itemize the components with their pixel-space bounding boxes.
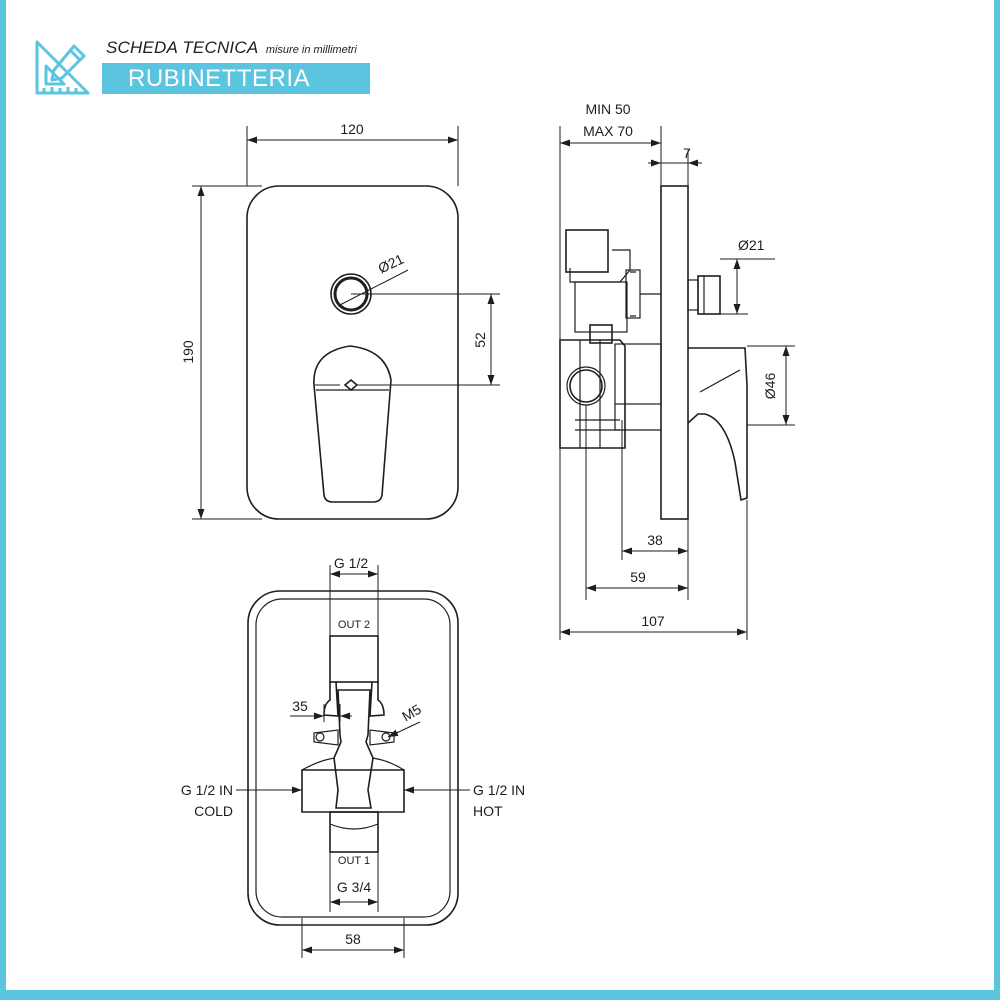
title-line: SCHEDA TECNICA misure in millimetri	[106, 38, 357, 58]
bottom-frame-stripe	[0, 990, 1000, 1000]
side-knob-dia-label: Ø21	[738, 237, 765, 253]
lever-dia-label: Ø46	[762, 373, 778, 400]
cold-thread-label: G 1/2 IN	[181, 782, 233, 798]
front-height-label: 190	[180, 340, 196, 364]
side-cover-plate	[660, 185, 689, 520]
screw-leader	[387, 721, 421, 738]
lever-logo-mark	[343, 378, 359, 392]
dim-107-label: 107	[641, 613, 665, 629]
left-frame-stripe	[0, 0, 6, 1000]
dim-35-label: 35	[292, 698, 308, 714]
screw-label: M5	[399, 701, 424, 725]
out2-label: OUT 2	[338, 619, 370, 631]
sheet-title: SCHEDA TECNICA	[106, 38, 259, 57]
dim-58-label: 58	[345, 931, 361, 947]
mixer-body	[301, 769, 405, 813]
dim-38-label: 38	[647, 532, 663, 548]
cold-label: COLD	[194, 803, 233, 819]
right-frame-stripe	[994, 0, 1000, 1000]
hot-thread-label: G 1/2 IN	[473, 782, 525, 798]
body-view	[236, 565, 470, 958]
category-banner: RUBINETTERIA	[102, 63, 370, 94]
body-outer-outline	[247, 590, 459, 926]
bottom-thread-label: G 3/4	[337, 879, 371, 895]
ruler-triangle-pencil-icon	[35, 40, 90, 95]
lever-side-edge	[699, 369, 741, 393]
dim-59-label: 59	[630, 569, 646, 585]
hot-label: HOT	[473, 803, 503, 819]
depth-min-label: MIN 50	[585, 101, 630, 117]
header: SCHEDA TECNICA misure in millimetri RUBI…	[34, 36, 374, 96]
upper-coupling	[323, 681, 385, 717]
depth-max-label: MAX 70	[583, 123, 633, 139]
mounting-lugs	[313, 729, 395, 746]
side-view	[559, 126, 795, 640]
body-inner-outline	[255, 598, 451, 918]
out1-port	[329, 811, 379, 853]
top-thread-label: G 1/2	[334, 555, 368, 571]
front-view	[192, 126, 500, 520]
central-stem	[333, 689, 374, 809]
out2-port	[329, 635, 379, 683]
out1-label: OUT 1	[338, 855, 370, 867]
front-width-label: 120	[340, 121, 364, 137]
dia-21-leader	[337, 269, 409, 307]
front-spacing-label: 52	[472, 332, 488, 348]
units-note: misure in millimetri	[265, 44, 357, 56]
front-knob-dia-label: Ø21	[376, 251, 407, 277]
lever-handle-side	[687, 347, 748, 502]
knob-spindle-side	[625, 269, 721, 319]
lever-handle	[313, 345, 392, 503]
front-cover-plate	[246, 185, 459, 520]
valve-body-side	[559, 229, 662, 449]
plate-thickness-label: 7	[683, 145, 691, 161]
